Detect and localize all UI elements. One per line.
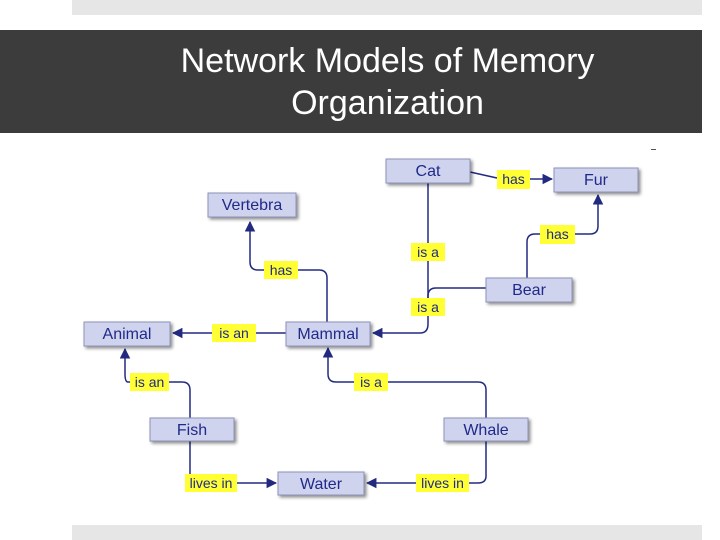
node-fish: Fish <box>149 417 235 442</box>
edge-bear-has <box>526 233 540 278</box>
edge-bear-isa <box>427 287 486 298</box>
node-label: Bear <box>512 282 546 299</box>
edge-whale-isa <box>388 381 487 418</box>
bottom-decor-strip <box>72 525 702 540</box>
node-label: Whale <box>463 422 508 439</box>
label-text: has <box>270 262 293 278</box>
node-label: Animal <box>103 326 152 343</box>
label-text: is a <box>360 374 382 390</box>
edge-whale-livesin <box>469 441 487 484</box>
node-cat: Cat <box>385 158 471 184</box>
edge-fish-isan <box>169 381 191 418</box>
node-animal: Animal <box>83 321 171 347</box>
node-whale: Whale <box>443 417 529 442</box>
label-mammal-isan-animal: is an <box>212 324 256 342</box>
node-label: Mammal <box>297 326 358 343</box>
node-vertebra: Vertebra <box>207 192 297 218</box>
decor-dash <box>651 149 656 150</box>
edge-cat-has <box>469 171 498 179</box>
label-text: lives in <box>421 475 464 491</box>
slide-title: Network Models of Memory Organization <box>180 42 595 122</box>
label-text: has <box>502 171 525 187</box>
node-mammal: Mammal <box>285 321 371 347</box>
label-text: is a <box>417 299 439 315</box>
connectors <box>119 171 604 489</box>
label-whale-isa-mammal: is a <box>354 373 388 391</box>
node-label: Vertebra <box>222 197 283 214</box>
label-fish-isan-animal: is an <box>130 373 169 391</box>
label-bear-has-fur: has <box>540 225 575 244</box>
edge-isa-mammal-2 <box>322 346 354 383</box>
label-text: is an <box>135 374 165 390</box>
label-text: is an <box>219 325 249 341</box>
node-bear: Bear <box>485 277 573 303</box>
label-text: is a <box>417 244 439 260</box>
label-mammal-has-vertebra: has <box>264 261 298 279</box>
label-whale-livesin-water: lives in <box>416 474 469 492</box>
node-label: Cat <box>416 163 441 180</box>
node-label: Water <box>300 476 343 493</box>
node-water: Water <box>277 471 365 496</box>
edge-isa-mammal <box>371 316 429 339</box>
top-decor-strip <box>72 0 702 15</box>
node-label: Fish <box>177 422 207 439</box>
title-band <box>0 30 702 133</box>
relation-labels: has has is a is a has is an is an is a <box>130 170 575 492</box>
label-text: has <box>546 226 569 242</box>
node-fur: Fur <box>553 167 639 193</box>
edge-isan-animal-2 <box>119 347 131 383</box>
edge-has-fur-2 <box>575 193 604 235</box>
concept-nodes: Cat Fur Vertebra Bear Animal Mammal Fish <box>83 158 639 496</box>
node-label: Fur <box>584 172 609 189</box>
label-cat-isa: is a <box>411 243 445 261</box>
label-text: lives in <box>190 475 233 491</box>
label-fish-livesin-water: lives in <box>185 474 237 492</box>
edge-has-vertebra <box>244 220 264 271</box>
label-bear-isa: is a <box>411 298 445 316</box>
edge-mammal-has <box>298 269 328 322</box>
label-cat-has-fur: has <box>497 170 530 189</box>
